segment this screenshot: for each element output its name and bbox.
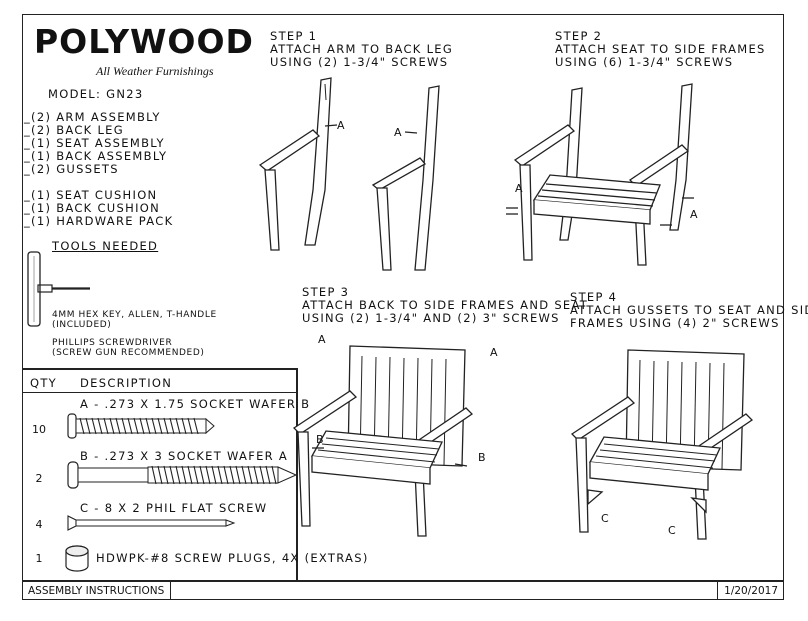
contents-item: _(1) SEAT ASSEMBLY: [24, 136, 165, 150]
contents-item: _(1) BACK ASSEMBLY: [24, 149, 168, 163]
contents-item: _(1) BACK CUSHION: [24, 201, 161, 215]
step-1-text: STEP 1 ATTACH ARM TO BACK LEG USING (2) …: [270, 29, 454, 69]
screw-b-icon: [67, 461, 298, 489]
step-2-illustration: [506, 83, 694, 266]
part-label-a: A: [337, 119, 345, 132]
part-label-a: A: [490, 346, 498, 359]
step-4-illustration: [570, 349, 754, 540]
step-3-text: STEP 3 ATTACH BACK TO SIDE FRAMES AND SE…: [302, 285, 589, 325]
part-label-c: C: [668, 524, 676, 537]
contents-item: _(2) GUSSETS: [24, 162, 119, 176]
screw-a-icon: [67, 413, 215, 439]
contents-list: _(2) ARM ASSEMBLY _(2) BACK LEG _(1) SEA…: [24, 111, 167, 176]
qty-cell: 2: [35, 472, 43, 485]
hex-key-label: 4MM HEX KEY, ALLEN, T-HANDLE (INCLUDED): [52, 310, 217, 330]
part-label-a: A: [318, 333, 326, 346]
brand-tagline: All Weather Furnishings: [96, 64, 214, 78]
t-handle-hex-key-icon: [27, 251, 90, 327]
step-3-illustration: [292, 345, 474, 537]
polywood-logo: POLYWOOD All Weather Furnishings: [34, 22, 253, 82]
part-label-c: C: [601, 512, 609, 525]
screwdriver-label: PHILLIPS SCREWDRIVER (SCREW GUN RECOMMEN…: [52, 338, 205, 358]
part-label-b: B: [316, 433, 324, 446]
contents-item: _(2) BACK LEG: [24, 123, 124, 137]
part-label-b: B: [478, 451, 486, 464]
screw-plug-icon: [65, 545, 89, 572]
qty-cell: 1: [35, 552, 43, 565]
contents-item: _(1) HARDWARE PACK: [24, 214, 174, 228]
description-header: DESCRIPTION: [80, 376, 173, 390]
footer-title: ASSEMBLY INSTRUCTIONS: [22, 582, 172, 600]
hardware-desc: C - 8 X 2 PHIL FLAT SCREW: [80, 501, 268, 515]
hardware-desc: A - .273 X 1.75 SOCKET WAFER B: [80, 397, 311, 411]
model-number: MODEL: GN23: [48, 87, 144, 101]
qty-cell: 4: [35, 518, 43, 531]
hardware-desc: B - .273 X 3 SOCKET WAFER A: [80, 449, 289, 463]
contents-item: _(1) SEAT CUSHION: [24, 188, 158, 202]
contents-list-2: _(1) SEAT CUSHION _(1) BACK CUSHION _(1)…: [24, 189, 173, 228]
table-top-border: [22, 368, 297, 370]
hardware-desc: HDWPK-#8 SCREW PLUGS, 4X (EXTRAS): [96, 551, 369, 565]
step-1-illustration: [258, 77, 440, 271]
brand-name: POLYWOOD: [34, 22, 254, 61]
tools-heading: TOOLS NEEDED: [52, 239, 159, 253]
footer-top-border: [22, 580, 784, 582]
table-header-border: [22, 392, 297, 394]
footer-date: 1/20/2017: [717, 582, 784, 600]
qty-cell: 10: [32, 423, 46, 436]
part-label-a: A: [394, 126, 402, 139]
step-2-text: STEP 2 ATTACH SEAT TO SIDE FRAMES USING …: [555, 29, 766, 69]
instruction-sheet: [22, 14, 784, 600]
qty-header: QTY: [30, 376, 58, 390]
part-label-a: A: [515, 182, 523, 195]
part-label-a: A: [690, 208, 698, 221]
step-4-text: STEP 4 ATTACH GUSSETS TO SEAT AND SIDE F…: [570, 290, 808, 330]
contents-item: _(2) ARM ASSEMBLY: [24, 110, 161, 124]
screw-c-icon: [67, 515, 236, 531]
